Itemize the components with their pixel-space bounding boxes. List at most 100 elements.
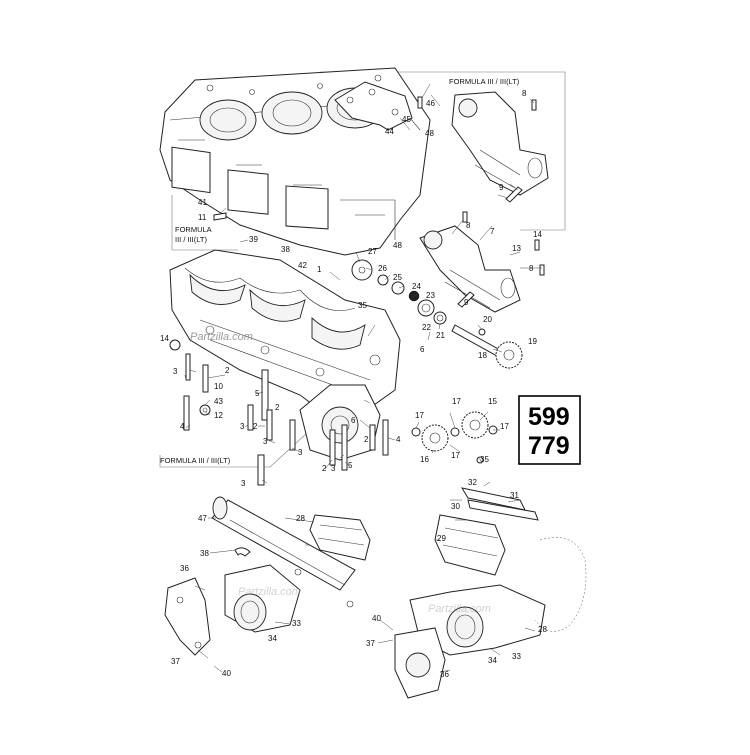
callout-37: 37 (366, 639, 375, 648)
section-label-left-line2: III / III(LT) (175, 235, 207, 244)
callout-2: 2 (225, 366, 230, 375)
callout-4: 4 (180, 422, 185, 431)
carb-adaptor-left (164, 564, 301, 656)
model-box (518, 395, 581, 465)
callout-17: 17 (452, 397, 461, 406)
callout-28: 28 (538, 625, 547, 634)
engine-reference-outline (534, 537, 587, 632)
callout-24: 24 (412, 282, 421, 291)
callout-46: 46 (426, 99, 435, 108)
formula-top-frame (320, 71, 566, 231)
callout-5: 5 (348, 461, 353, 470)
callout-38: 38 (281, 245, 290, 254)
section-label-top-right: FORMULA III / III(LT) (449, 77, 520, 86)
callout-27: 27 (368, 247, 377, 256)
callout-47: 47 (198, 514, 207, 523)
lower-crankcase (169, 249, 401, 416)
callout-39: 39 (249, 235, 258, 244)
bolts (169, 96, 545, 486)
leader-lines (184, 83, 542, 673)
formula-bottom-frame (159, 411, 331, 468)
watermark-text-3: Partzilla.com (428, 603, 491, 615)
callout-40: 40 (222, 669, 231, 678)
callout-2: 2 (253, 422, 258, 431)
callout-35: 35 (358, 301, 367, 310)
callout-10: 10 (214, 382, 223, 391)
callout-14: 14 (533, 230, 542, 239)
callout-numbers: 46 45 44 48 8 9 8 7 48 14 13 8 9 41 11 3… (160, 89, 547, 679)
callout-40: 40 (372, 614, 381, 623)
callout-41: 41 (198, 198, 207, 207)
callout-8: 8 (522, 89, 527, 98)
callout-26: 26 (378, 264, 387, 273)
callout-34: 34 (268, 634, 277, 643)
callout-13: 13 (512, 244, 521, 253)
callout-42: 42 (298, 261, 307, 270)
callout-36: 36 (180, 564, 189, 573)
water-pump-housing-lower (419, 225, 521, 313)
water-pump-housing-upper (451, 91, 549, 196)
watermark-text-2: Partzilla.com (238, 586, 301, 598)
carb-adaptor-right (394, 584, 546, 699)
callout-29: 29 (437, 534, 446, 543)
callout-30: 30 (451, 502, 460, 511)
callout-38: 38 (200, 549, 209, 558)
callout-16: 16 (420, 455, 429, 464)
callout-19: 19 (528, 337, 537, 346)
callout-32: 32 (468, 478, 477, 487)
pump-shaft-gear (451, 324, 523, 369)
callout-4: 4 (396, 435, 401, 444)
model-number-779: 779 (528, 432, 570, 460)
section-label-bottom-left: FORMULA III / III(LT) (160, 456, 231, 465)
callout-25: 25 (393, 273, 402, 282)
callout-17: 17 (500, 422, 509, 431)
callout-44: 44 (385, 127, 394, 136)
callout-3: 3 (331, 464, 336, 473)
watermark-text: Partzilla.com (190, 331, 253, 343)
callout-17: 17 (415, 411, 424, 420)
callout-6: 6 (420, 345, 425, 354)
callout-6: 6 (351, 416, 356, 425)
callout-22: 22 (422, 323, 431, 332)
reed-valve-left (309, 514, 371, 561)
callout-3: 3 (263, 437, 268, 446)
callout-31: 31 (510, 491, 519, 500)
callout-48: 48 (425, 129, 434, 138)
callout-9: 9 (499, 183, 504, 192)
callout-15: 15 (488, 397, 497, 406)
gasket-plate (334, 81, 413, 131)
callout-3: 3 (173, 367, 178, 376)
callout-12: 12 (214, 411, 223, 420)
callout-33: 33 (292, 619, 301, 628)
callout-35: 35 (480, 455, 489, 464)
callout-2: 2 (364, 435, 369, 444)
callout-45: 45 (402, 115, 411, 124)
callout-36: 36 (440, 670, 449, 679)
callout-2: 2 (275, 403, 280, 412)
callout-5: 5 (255, 389, 260, 398)
callout-34: 34 (488, 656, 497, 665)
intake-manifold-left (211, 496, 356, 608)
callout-21: 21 (436, 331, 445, 340)
section-label-left-line1: FORMULA (175, 225, 212, 234)
model-number-599: 599 (528, 403, 570, 431)
callout-3: 3 (240, 422, 245, 431)
callout-20: 20 (483, 315, 492, 324)
callout-11: 11 (198, 213, 207, 222)
callout-14: 14 (160, 334, 169, 343)
callout-17: 17 (451, 451, 460, 460)
callout-18: 18 (478, 351, 487, 360)
callout-1: 1 (317, 265, 322, 274)
callout-3: 3 (241, 479, 246, 488)
callout-28: 28 (296, 514, 305, 523)
callout-3: 3 (298, 448, 303, 457)
rotary-valve-disc (351, 259, 373, 281)
callout-7: 7 (490, 227, 495, 236)
bearing-stack (377, 274, 447, 325)
callout-43: 43 (214, 397, 223, 406)
balancer-gears (411, 411, 498, 464)
callout-37: 37 (171, 657, 180, 666)
callout-2: 2 (322, 464, 327, 473)
